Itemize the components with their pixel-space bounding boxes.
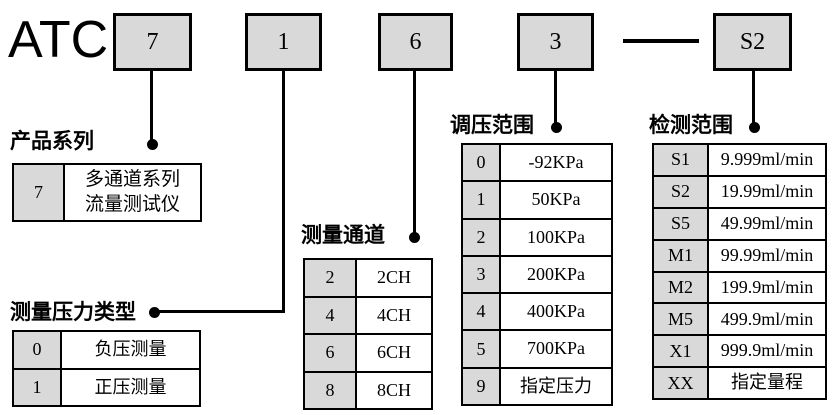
table-row: S1 9.999ml/min <box>654 145 825 177</box>
table-row: 0 -92KPa <box>463 145 611 183</box>
table-row: 3 200KPa <box>463 256 611 295</box>
table-row: 6 6CH <box>305 335 431 373</box>
code-cell: 2 <box>305 260 357 296</box>
desc-cell: 499.9ml/min <box>720 308 814 329</box>
code-cell: 3 <box>463 256 501 293</box>
connector-line-series <box>150 69 153 144</box>
desc-cell: 19.99ml/min <box>720 181 814 202</box>
connector-dot-channels <box>409 232 420 243</box>
desc-cell: 指定量程 <box>731 372 803 393</box>
channels-table: 2 2CH 4 4CH 6 6CH 8 8CH <box>303 258 433 410</box>
desc-cell: 指定压力 <box>520 375 592 396</box>
dash-separator <box>623 39 699 43</box>
code-cell: S2 <box>654 176 709 207</box>
code-cell: S5 <box>654 208 709 239</box>
connector-line-channels <box>413 69 416 238</box>
pressure-range-table: 0 -92KPa 1 50KPa 2 100KPa 3 200KPa 4 400KPa 5 700KP… <box>461 143 613 406</box>
desc-cell: 2CH <box>376 267 411 288</box>
code-box-pressure-type: 1 <box>245 13 322 71</box>
desc-cell: 负压测量 <box>94 339 167 360</box>
table-row: X1 999.9ml/min <box>654 336 825 369</box>
table-title-pressure-type: 测量压力类型 <box>10 301 136 324</box>
table-row: 4 4CH <box>305 297 431 335</box>
table-row: M1 99.99ml/min <box>654 240 825 273</box>
table-row: 7 多通道系列 流量测试仪 <box>14 165 200 220</box>
table-row: M2 199.9ml/min <box>654 272 825 305</box>
code-box-channels: 6 <box>378 13 453 71</box>
desc-cell: 99.99ml/min <box>720 244 814 265</box>
code-cell: 1 <box>463 182 501 218</box>
table-row: 2 100KPa <box>463 219 611 257</box>
table-row: XX 指定量程 <box>654 368 825 398</box>
connector-dot-series <box>147 139 158 150</box>
code-cell: 5 <box>463 331 501 367</box>
table-row: 2 2CH <box>305 260 431 298</box>
desc-cell: 50KPa <box>531 189 581 210</box>
table-title-channels: 测量通道 <box>301 224 385 247</box>
table-row: 8 8CH <box>305 372 431 408</box>
desc-cell: 多通道系列 流量测试仪 <box>84 168 180 215</box>
code-cell: 1 <box>14 369 62 405</box>
table-title-product-series: 产品系列 <box>10 130 94 153</box>
table-row: 9 指定压力 <box>463 368 611 404</box>
desc-cell: 100KPa <box>527 226 585 247</box>
code-cell: 7 <box>14 165 65 220</box>
table-row: S2 19.99ml/min <box>654 176 825 209</box>
code-cell: 0 <box>463 145 501 181</box>
desc-cell: 6CH <box>376 342 411 363</box>
pressure-type-table: 0 负压测量 1 正压测量 <box>12 330 201 407</box>
code-cell: S1 <box>654 145 709 175</box>
desc-cell: 4CH <box>376 304 411 325</box>
code-box-series: 7 <box>113 13 192 71</box>
product-series-table: 7 多通道系列 流量测试仪 <box>12 163 202 222</box>
code-cell: 9 <box>463 368 501 404</box>
table-row: S5 49.99ml/min <box>654 208 825 241</box>
desc-cell: 9.999ml/min <box>720 149 814 170</box>
desc-cell: 999.9ml/min <box>720 340 814 361</box>
desc-cell: 8CH <box>376 379 411 400</box>
table-row: 0 负压测量 <box>14 332 199 370</box>
desc-cell: 400KPa <box>527 301 585 322</box>
code-cell: 8 <box>305 372 357 408</box>
table-row: 1 50KPa <box>463 182 611 220</box>
connector-line-detection-range <box>752 69 755 128</box>
desc-cell: 49.99ml/min <box>720 212 814 233</box>
connector-line-pressure-type-h <box>154 310 285 313</box>
table-row: 4 400KPa <box>463 294 611 332</box>
connector-dot-pressure-type <box>149 307 160 318</box>
desc-cell: 200KPa <box>527 263 585 284</box>
code-cell: X1 <box>654 336 709 367</box>
table-title-detection-range: 检测范围 <box>649 114 733 137</box>
desc-cell: -92KPa <box>528 151 584 172</box>
table-row: 5 700KPa <box>463 331 611 369</box>
desc-cell: 700KPa <box>527 338 585 359</box>
connector-dot-pressure-range <box>551 122 562 133</box>
connector-line-pressure-range <box>554 69 557 128</box>
code-box-pressure-range: 3 <box>517 13 594 71</box>
table-title-pressure-range: 调压范围 <box>450 114 534 137</box>
brand-label: ATC <box>8 11 109 69</box>
code-cell: 0 <box>14 332 62 368</box>
desc-cell: 正压测量 <box>94 376 167 397</box>
desc-cell: 199.9ml/min <box>720 276 814 297</box>
connector-dot-detection-range <box>749 122 760 133</box>
code-cell: M2 <box>654 272 709 303</box>
connector-line-pressure-type-v <box>282 69 285 313</box>
code-cell: 4 <box>463 294 501 330</box>
code-cell: XX <box>654 368 709 398</box>
table-row: M5 499.9ml/min <box>654 304 825 337</box>
code-cell: 4 <box>305 297 357 333</box>
code-cell: 2 <box>463 219 501 255</box>
code-box-detection-range: S2 <box>713 13 792 71</box>
table-row: 1 正压测量 <box>14 369 199 405</box>
code-cell: M1 <box>654 240 709 271</box>
code-cell: M5 <box>654 304 709 335</box>
code-cell: 6 <box>305 335 357 371</box>
